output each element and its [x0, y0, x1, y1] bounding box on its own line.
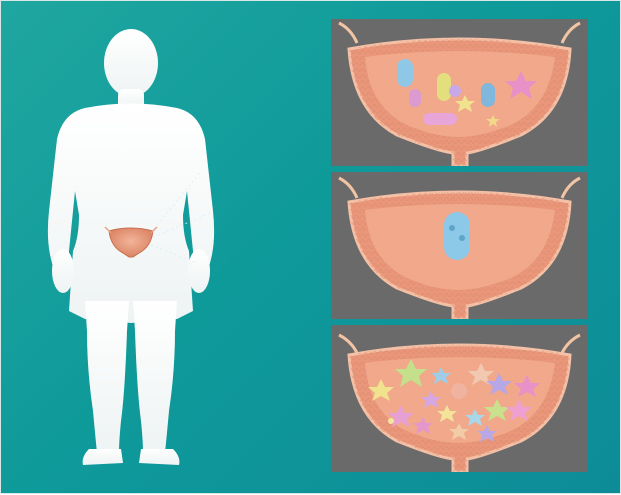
rod-bacterium-icon — [423, 113, 457, 125]
bladder-panel-mixed-bacteria — [331, 19, 588, 166]
bladder-cross-section-icon — [339, 335, 580, 472]
bladder-panel-star-bacteria — [331, 325, 588, 472]
rod-bacterium-icon — [437, 73, 451, 101]
rod-bacterium-icon — [481, 83, 495, 107]
rod-bacterium-icon — [397, 59, 413, 87]
rod-bacterium-icon — [444, 212, 470, 260]
bladder-panel-single-bacterium — [331, 172, 588, 319]
